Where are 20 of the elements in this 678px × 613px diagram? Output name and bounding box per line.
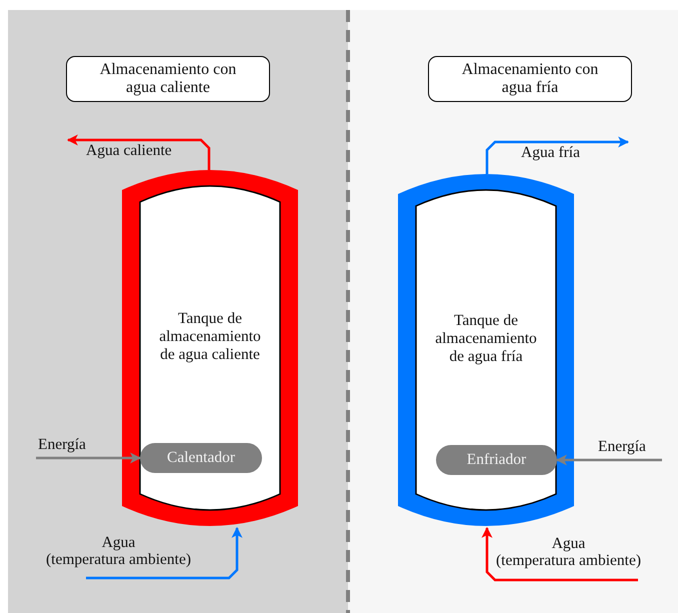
arrow [486, 136, 630, 174]
component-pill: Calentador [140, 443, 262, 473]
edge-label: Energía [598, 438, 646, 456]
title-box: Almacenamiento con agua caliente [66, 56, 270, 102]
arrow [66, 134, 210, 170]
edge-label: Agua caliente [86, 142, 172, 160]
tank-label: Tanque de almacenamiento de agua caliente [158, 310, 262, 364]
storage-tank [398, 174, 574, 526]
arrow [36, 452, 142, 464]
storage-tank [122, 170, 298, 526]
component-pill: Enfriador [436, 445, 557, 475]
edge-label: Agua (temperatura ambiente) [496, 535, 642, 570]
arrow [556, 454, 662, 466]
edge-label: Energía [38, 436, 86, 454]
edge-label: Agua fría [521, 144, 580, 162]
edge-label: Agua (temperatura ambiente) [46, 534, 192, 568]
arrow [482, 526, 638, 582]
arrow [86, 526, 242, 580]
title-box: Almacenamiento con agua fría [428, 56, 632, 102]
tank-label: Tanque de almacenamiento de agua fría [434, 312, 538, 366]
